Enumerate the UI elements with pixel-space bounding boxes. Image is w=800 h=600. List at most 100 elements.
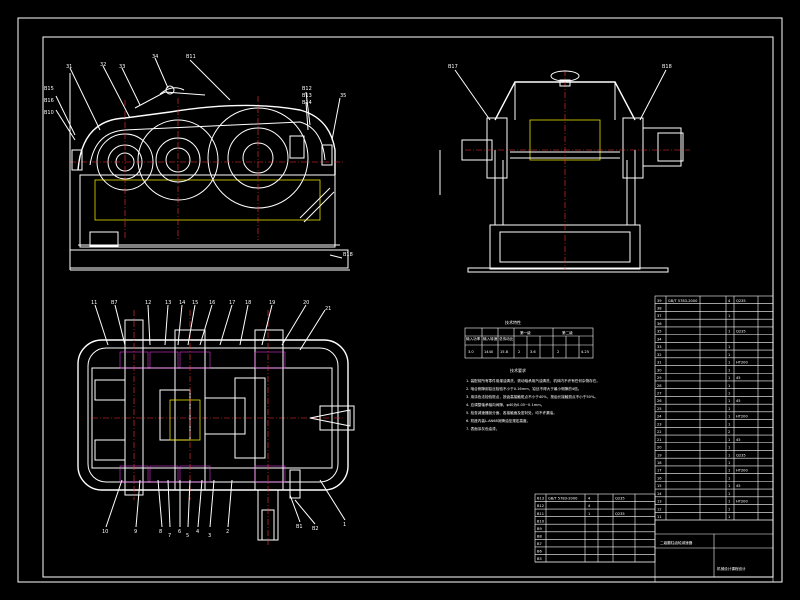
parts-lower-no: B11: [537, 512, 544, 516]
title-block-right: 机械设计课程设计: [717, 566, 746, 571]
note-line: 3. 用涂色法检验斑点，按齿高接触斑点不小于40%，按齿长接触斑点不小于50%。: [466, 394, 598, 399]
parts-row-material: HT200: [736, 415, 748, 419]
parts-row-qty: 1: [728, 314, 730, 318]
front-label: B18: [343, 252, 353, 258]
plan-top-label: 21: [325, 306, 331, 312]
parts-row-material: Q235: [736, 330, 746, 334]
parts-row-no: 20: [657, 446, 662, 450]
parts-row-qty: 1: [728, 415, 730, 419]
parts-row-no: 19: [657, 453, 662, 457]
front-label: 31: [66, 64, 72, 70]
parts-row-material: HT200: [736, 469, 748, 473]
side-label: B18: [662, 64, 672, 70]
plan-top-label: 14: [179, 300, 185, 306]
plan-bottom-label: 7: [168, 533, 171, 539]
front-label: B16: [44, 98, 54, 104]
parts-row-qty: 1: [728, 500, 730, 504]
front-label: 35: [340, 93, 346, 99]
parts-row-qty: 1: [728, 391, 730, 395]
plan-bottom-label: 1: [343, 522, 346, 528]
notes-title: 技术要求: [510, 367, 526, 373]
parts-row-no: 25: [657, 407, 662, 411]
plan-top-label: 16: [209, 300, 215, 306]
parts-row-qty: 1: [728, 361, 730, 365]
note-line: 6. 机座内装L-AN68润滑油至规定高度。: [466, 418, 530, 423]
spec-value: 3.0: [468, 350, 474, 354]
plan-bottom-label: 9: [134, 529, 137, 535]
parts-row-no: 17: [657, 469, 662, 473]
parts-row-no: 36: [657, 322, 662, 326]
note-line: 5. 检查减速器剖分面、各接触面及密封处，均不许漏油。: [466, 410, 557, 415]
parts-row-material: Q235: [736, 453, 746, 457]
parts-row-qty: 1: [728, 422, 730, 426]
parts-row-qty: 1: [728, 407, 730, 411]
parts-lower-qty: 1: [588, 512, 590, 516]
front-label: B14: [302, 100, 312, 106]
plan-top-label: 17: [229, 300, 235, 306]
parts-row-qty: 1: [728, 368, 730, 372]
front-label: B13: [302, 93, 312, 99]
parts-row-qty: 1: [728, 438, 730, 442]
parts-row-no: 23: [657, 422, 662, 426]
plan-bottom-label: 6: [178, 529, 181, 535]
spec-header: 输入功率: [466, 336, 481, 341]
plan-view: [77, 304, 355, 545]
parts-row-qty: 2: [728, 430, 730, 434]
side-view-labels: B17 B18: [448, 64, 672, 70]
parts-row-material: 45: [736, 438, 741, 442]
spec-header: 输入转速: [483, 336, 498, 341]
parts-row-qty: 1: [728, 376, 730, 380]
parts-row-no: 39: [657, 299, 662, 303]
plan-top-label: 11: [91, 300, 97, 306]
plan-bottom-label: B2: [312, 526, 319, 532]
spec-value: 2: [518, 350, 520, 354]
parts-row-qty: 1: [728, 469, 730, 473]
parts-row-no: 18: [657, 461, 662, 465]
parts-row-no: 14: [657, 492, 662, 496]
plan-top-label: 12: [145, 300, 151, 306]
parts-row-no: 38: [657, 307, 662, 311]
spec-value: 2: [557, 350, 559, 354]
parts-row-qty: 1: [728, 353, 730, 357]
parts-lower-material: Q235: [615, 512, 625, 516]
plan-top-label: 15: [192, 300, 198, 306]
parts-lower-qty: 4: [588, 504, 591, 508]
parts-lower-material: Q235: [615, 497, 625, 501]
spec-table-title: 技术特性: [505, 319, 521, 325]
plan-bottom-label: 4: [196, 529, 199, 535]
note-line: 4. 应调整轴承轴向间隙，φ40为0.05~0.1mm。: [466, 402, 544, 407]
spec-header: 总传动比: [499, 336, 514, 341]
parts-row-no: 29: [657, 376, 662, 380]
front-label: B11: [186, 54, 196, 60]
parts-lower-no: B8: [537, 534, 542, 538]
plan-top-label: B7: [111, 300, 118, 306]
plan-top-label: 19: [269, 300, 275, 306]
parts-row-no: 24: [657, 415, 662, 419]
parts-row-material: 45: [736, 376, 741, 380]
parts-row-qty: 1: [728, 507, 730, 511]
parts-row-qty: 4: [728, 299, 731, 303]
technical-notes: 技术要求 1. 装配前所有零件用煤油清洗，滚动轴承用汽油清洗，机体内不许有任何杂…: [466, 367, 600, 431]
plan-bottom-label: 5: [186, 533, 189, 539]
parts-row-no: 22: [657, 430, 662, 434]
spec-value: 1440: [484, 350, 494, 354]
parts-row-qty: 1: [728, 345, 730, 349]
parts-row-no: 37: [657, 314, 662, 318]
title-block-main: 二级圆柱齿轮减速器: [660, 540, 693, 545]
parts-row-no: 11: [657, 515, 662, 519]
parts-lower-no: B5: [537, 557, 542, 561]
spec-header: 第一级: [520, 330, 531, 335]
sheet-border: [17, 17, 783, 583]
parts-row-no: 16: [657, 476, 662, 480]
parts-row-qty: 1: [728, 461, 730, 465]
plan-top-label: 18: [245, 300, 251, 306]
parts-row-no: 35: [657, 330, 662, 334]
front-label: 33: [119, 64, 125, 70]
plan-top-label: 20: [303, 300, 309, 306]
plan-bottom-label: 8: [159, 529, 162, 535]
parts-row-material: HT200: [736, 500, 748, 504]
